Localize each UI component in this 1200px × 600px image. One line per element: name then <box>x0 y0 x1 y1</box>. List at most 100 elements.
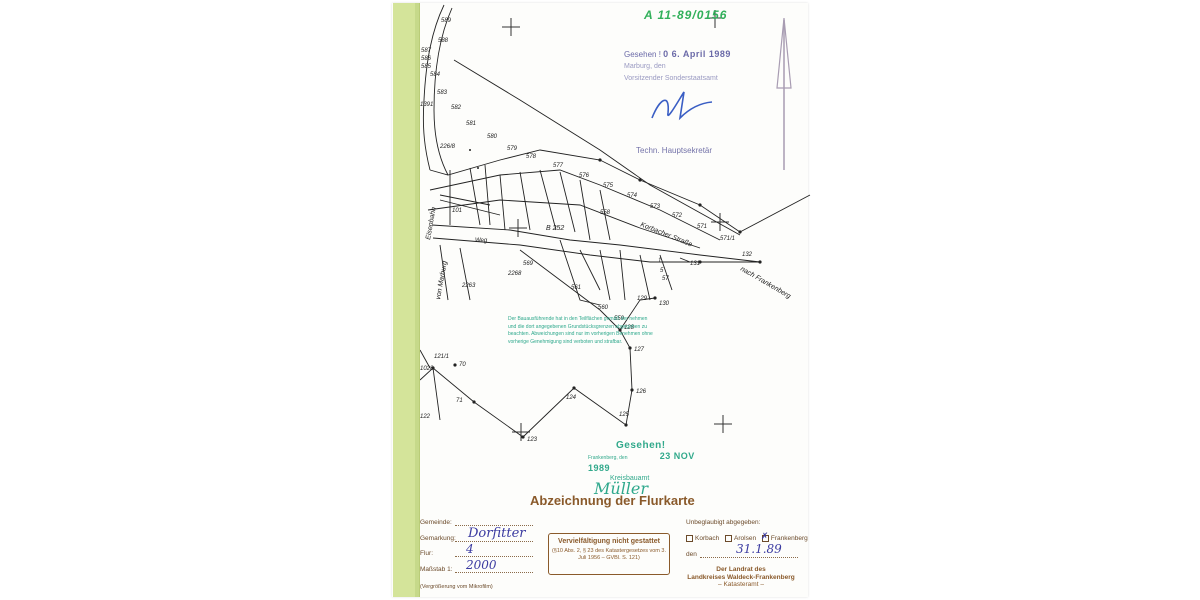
notice-body: (§10 Abs. 2, § 23 des Katastergesetzes v… <box>551 548 667 561</box>
massstab-label: Maßstab 1: <box>420 566 453 573</box>
parcel-label: 132 <box>742 252 753 258</box>
landrat-line1: Der Landrat des <box>716 566 766 573</box>
parcel-label: 101 <box>452 208 462 214</box>
parcel-label: 575 <box>603 183 614 189</box>
landrat-block: Der Landrat des Landkreises Waldeck-Fran… <box>686 566 796 589</box>
massstab-value: 2000 <box>466 558 497 572</box>
map-sheet <box>392 3 808 597</box>
parcel-labels: 589 588 587 586 585 584 583 582 581 580 … <box>420 18 753 443</box>
gemarkung-line <box>455 541 533 542</box>
office-options: Korbach Arolsen ✗Frankenberg <box>686 531 808 543</box>
parcel-label: 560 <box>598 305 609 311</box>
parcel-label: 589 <box>441 18 452 24</box>
stamp-top-line2: Marburg, den <box>624 63 666 70</box>
parcel-label: 71 <box>456 398 463 404</box>
parcel-label: 569 <box>523 261 534 267</box>
parcel-label: 559 <box>614 316 625 322</box>
stamp-techn: Techn. Hauptsekretär <box>636 146 713 155</box>
street-frankenberg: nach Frankenberg <box>739 266 792 301</box>
parcel-label: 125 <box>619 412 630 418</box>
flur-value: 4 <box>466 542 474 556</box>
green-binding-edge <box>415 3 419 597</box>
parcel-label: 1391 <box>420 102 433 108</box>
vergroesserung-note: (Vergrößerung vom Mikrofilm) <box>420 584 493 590</box>
parcel-label: 57 <box>662 276 669 282</box>
parcel-label: 558 <box>600 210 611 216</box>
gemeinde-label: Gemeinde: <box>420 519 452 526</box>
parcel-label: 579 <box>507 146 518 152</box>
signature-top-icon <box>651 91 713 121</box>
parcel-label: 581 <box>466 121 476 127</box>
parcel-label: 577 <box>553 163 564 169</box>
frankenberg-label: Frankenberg <box>770 535 808 543</box>
parcel-label: 571/1 <box>720 236 735 242</box>
flur-line <box>455 556 533 557</box>
gemarkung-value: Dorfitter <box>468 526 526 541</box>
notice-title: Vervielfältigung nicht gestattet <box>558 538 660 545</box>
parcel-label: 226/8 <box>439 144 456 150</box>
parcel-points <box>431 149 762 439</box>
gemeinde-line <box>455 525 533 526</box>
street-korbacher: Korbacher Straße <box>639 221 693 248</box>
arolsen-checkbox[interactable] <box>725 535 733 542</box>
parcel-label: 574 <box>627 193 638 199</box>
parcel-label: 127 <box>634 347 645 353</box>
parcel-label: 121/1 <box>434 354 449 360</box>
parcel-label: 573 <box>650 204 661 210</box>
parcel-label: 2263 <box>461 283 476 289</box>
parcel-label: 70 <box>459 362 466 368</box>
parcel-label: 561 <box>571 285 581 291</box>
parcel-label: 585 <box>421 64 432 70</box>
stamp-top-date: 0 6. April 1989 <box>663 49 731 59</box>
stamp-bottom-signature: Müller <box>594 479 649 498</box>
parcel-label: B 252 <box>546 225 564 232</box>
landrat-line3: – Katasteramt – <box>718 581 764 588</box>
stamp-top: Gesehen ! 0 6. April 1989 Marburg, den V… <box>624 48 739 85</box>
parcel-label: 130 <box>659 301 670 307</box>
parcel-label: 5 <box>660 268 664 274</box>
stamp-top-line3: Vorsitzender Sonderstaatsamt <box>624 75 718 82</box>
frankenberg-checkbox[interactable]: ✗ <box>761 531 769 542</box>
map-lines <box>419 4 811 438</box>
parcel-label: 123 <box>527 437 538 443</box>
stamp-bottom-date: 23 NOV 1989 <box>588 451 695 473</box>
korbach-checkbox[interactable] <box>686 535 693 542</box>
parcel-label: 587 <box>421 48 432 54</box>
den-label: den <box>686 551 697 558</box>
den-line <box>700 557 798 558</box>
parcel-label: 122 <box>420 414 431 420</box>
beglaubigt-label: Unbeglaubigt abgegeben: <box>686 519 761 526</box>
grid-crosses <box>502 10 732 441</box>
parcel-label: 586 <box>421 56 432 62</box>
parcel-label: 572 <box>672 213 683 219</box>
den-value: 31.1.89 <box>736 542 782 556</box>
parcel-label: 131 <box>690 261 700 267</box>
notice-box: Vervielfältigung nicht gestattet (§10 Ab… <box>548 533 670 575</box>
massstab-line <box>455 572 533 573</box>
stamp-bottom-line1: Gesehen! <box>616 440 666 451</box>
stamp-top-line1: Gesehen ! <box>624 50 661 59</box>
parcel-label: 2268 <box>507 271 522 277</box>
korbach-label: Korbach <box>695 535 720 543</box>
parcel-label: 578 <box>526 154 537 160</box>
parcel-label: 588 <box>438 38 449 44</box>
parcel-label: 582 <box>451 105 462 111</box>
stamp-bottom: Gesehen! Frankenberg, den 23 NOV 1989 Kr… <box>588 440 703 498</box>
gemarkung-label: Gemarkung: <box>420 535 456 542</box>
parcel-label: 128 <box>624 325 635 331</box>
parcel-label: 580 <box>487 134 498 140</box>
parcel-label: 126 <box>636 389 647 395</box>
stamp-bottom-line2: Frankenberg, den <box>588 455 628 461</box>
parcel-label: 571 <box>697 224 707 230</box>
parcel-label: Weg <box>475 238 488 244</box>
reference-mark: A 11-89/0156 <box>644 8 728 22</box>
north-arrow-icon <box>776 17 792 170</box>
parcel-label: 1028 <box>420 366 434 372</box>
street-eisenbahn: Eisenbahn <box>425 206 438 240</box>
landrat-line2: Landkreises Waldeck-Frankenberg <box>687 573 795 581</box>
parcel-label: 583 <box>437 90 448 96</box>
parcel-label: 584 <box>430 72 441 78</box>
parcel-label: 576 <box>579 173 590 179</box>
parcel-label: 124 <box>566 395 577 401</box>
green-note: Der Bauausführende hat in den Teilfläche… <box>508 316 653 345</box>
